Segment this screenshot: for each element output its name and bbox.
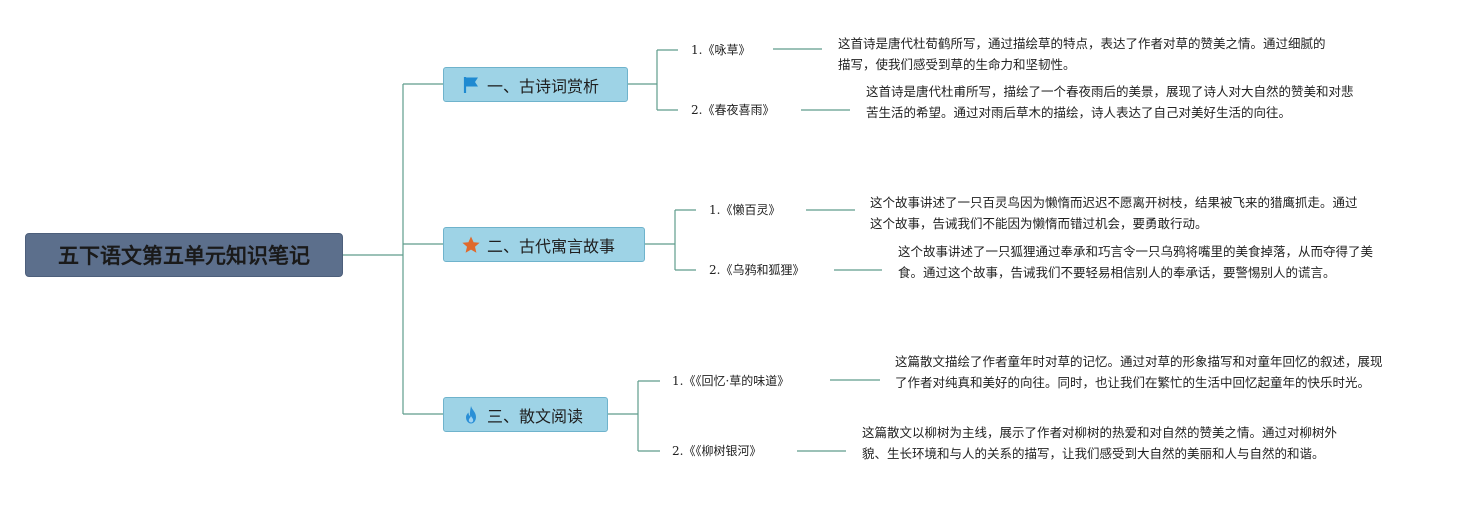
subtopic-title[interactable]: 1.《咏草》 — [691, 43, 751, 57]
root-topic[interactable]: 五下语文第五单元知识笔记 — [25, 233, 343, 277]
subtopic-title[interactable]: 2.《《柳树银河》 — [672, 444, 762, 458]
topic-label: 二、古代寓言故事 — [487, 236, 616, 256]
subtopic-description: 这首诗是唐代杜荀鹤所写，通过描绘草的特点，表达了作者对草的赞美之情。通过细腻的描… — [838, 36, 1326, 72]
flame-icon — [461, 405, 481, 425]
topic-prose[interactable]: 三、散文阅读 — [443, 397, 608, 432]
subtopic-description: 这个故事讲述了一只狐狸通过奉承和巧言令一只乌鸦将嘴里的美食掉落，从而夺得了美食。… — [898, 244, 1374, 280]
subtopic-description: 这篇散文以柳树为主线，展示了作者对柳树的热爱和对自然的赞美之情。通过对柳树外貌、… — [862, 425, 1338, 461]
flag-icon — [461, 75, 481, 95]
subtopic-title[interactable]: 2.《乌鸦和狐狸》 — [709, 263, 805, 277]
subtopic-description: 这首诗是唐代杜甫所写，描绘了一个春夜雨后的美景，展现了诗人对大自然的赞美和对悲苦… — [866, 84, 1354, 120]
subtopic-description: 这篇散文描绘了作者童年时对草的记忆。通过对草的形象描写和对童年回忆的叙述，展现了… — [895, 354, 1383, 390]
topic-poetry[interactable]: 一、古诗词赏析 — [443, 67, 628, 102]
topic-label: 一、古诗词赏析 — [487, 76, 600, 96]
star-icon — [461, 235, 481, 255]
subtopic-title[interactable]: 1.《懒百灵》 — [709, 203, 781, 217]
subtopic-title[interactable]: 2.《春夜喜雨》 — [691, 103, 775, 117]
subtopic-description: 这个故事讲述了一只百灵鸟因为懒惰而迟迟不愿离开树枝，结果被飞来的猎鹰抓走。通过这… — [870, 195, 1358, 231]
topic-label: 三、散文阅读 — [487, 406, 584, 426]
root-title: 五下语文第五单元知识笔记 — [58, 244, 310, 268]
subtopic-title[interactable]: 1.《《回忆·草的味道》 — [672, 374, 790, 388]
topic-fables[interactable]: 二、古代寓言故事 — [443, 227, 645, 262]
